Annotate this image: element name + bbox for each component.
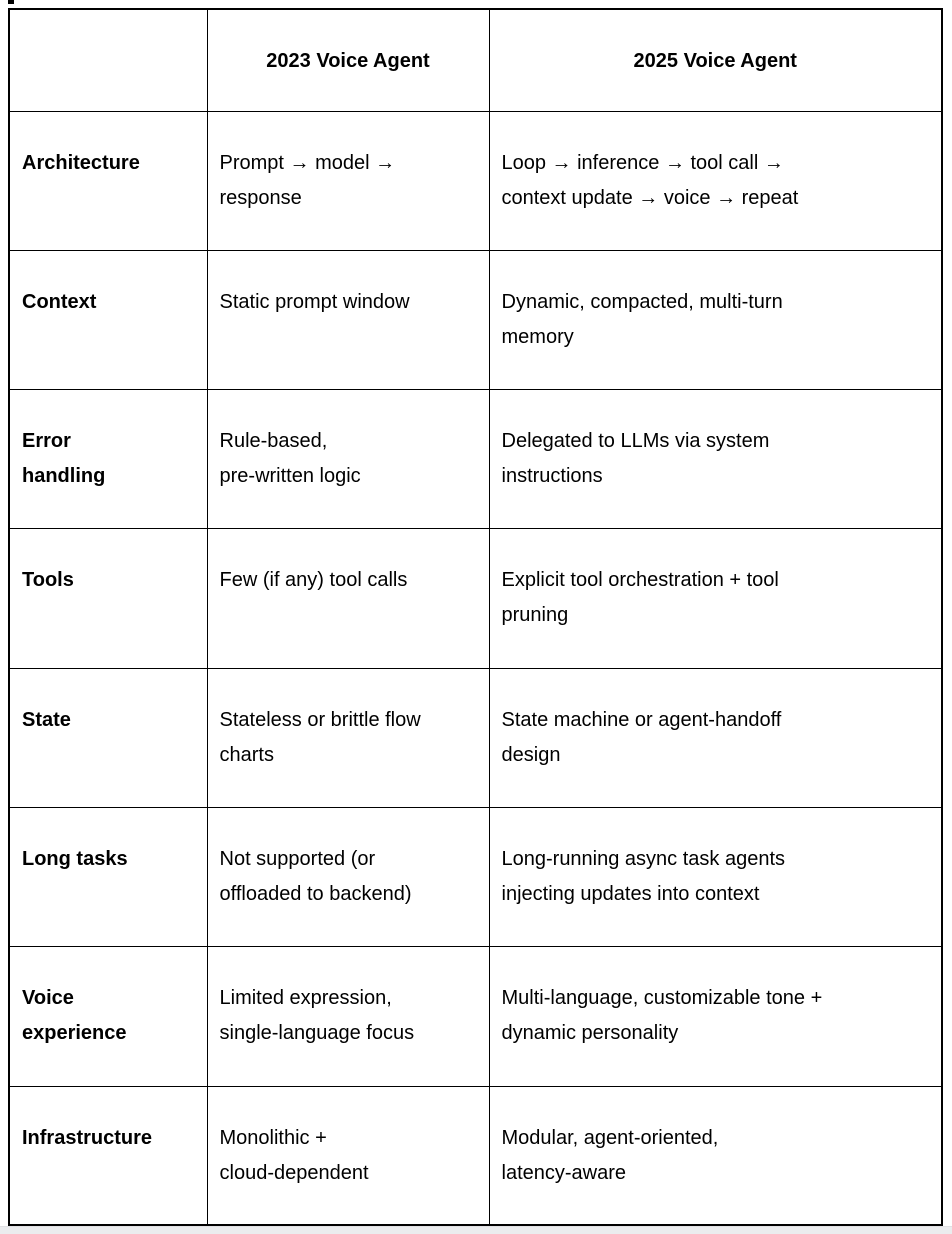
cropped-text-artifact [8, 0, 14, 4]
cell-context-2025: Dynamic, compacted, multi-turn memory [488, 249, 943, 391]
cell-long-tasks-2025: Long-running async task agents injecting… [488, 806, 943, 948]
cell-tools-2023: Few (if any) tool calls [206, 528, 490, 669]
row-infrastructure: Infrastructure Monolithic + cloud-depend… [8, 1085, 943, 1226]
row-error-handling: Error handling Rule-based, pre-written l… [8, 389, 943, 530]
column-header-2023: 2023 Voice Agent [206, 8, 490, 112]
row-voice-experience: Voice experience Limited expression, sin… [8, 946, 943, 1087]
cell-error-handling-2025: Delegated to LLMs via system instruction… [488, 389, 943, 530]
cell-state-2025: State machine or agent-handoff design [488, 667, 943, 808]
cell-architecture-2023: Prompt → model → response [206, 110, 490, 251]
corner-cell [8, 8, 208, 112]
row-state: State Stateless or brittle flow charts S… [8, 667, 943, 808]
cell-error-handling-2023: Rule-based, pre-written logic [206, 389, 490, 530]
cell-voice-experience-2025: Multi-language, customizable tone + dyna… [488, 946, 943, 1087]
row-architecture: Architecture Prompt → model → response L… [8, 110, 943, 251]
row-label-architecture: Architecture [8, 110, 208, 251]
row-label-voice-experience: Voice experience [8, 946, 208, 1087]
cell-infrastructure-2023: Monolithic + cloud-dependent [206, 1085, 490, 1226]
row-label-long-tasks: Long tasks [8, 806, 208, 948]
cell-architecture-2025: Loop → inference → tool call → context u… [488, 110, 943, 251]
column-header-2025: 2025 Voice Agent [488, 8, 943, 112]
row-label-infrastructure: Infrastructure [8, 1085, 208, 1226]
row-label-context: Context [8, 249, 208, 391]
cell-voice-experience-2023: Limited expression, single-language focu… [206, 946, 490, 1087]
row-label-state: State [8, 667, 208, 808]
cell-long-tasks-2023: Not supported (or offloaded to backend) [206, 806, 490, 948]
row-label-tools: Tools [8, 528, 208, 669]
cell-context-2023: Static prompt window [206, 249, 490, 391]
row-long-tasks: Long tasks Not supported (or offloaded t… [8, 806, 943, 948]
cell-state-2023: Stateless or brittle flow charts [206, 667, 490, 808]
cell-tools-2025: Explicit tool orchestration + tool pruni… [488, 528, 943, 669]
row-tools: Tools Few (if any) tool calls Explicit t… [8, 528, 943, 669]
comparison-table: 2023 Voice Agent 2025 Voice Agent Archit… [8, 8, 943, 1227]
cell-infrastructure-2025: Modular, agent-oriented, latency-aware [488, 1085, 943, 1226]
bottom-page-edge [0, 1226, 952, 1234]
row-context: Context Static prompt window Dynamic, co… [8, 249, 943, 391]
header-row: 2023 Voice Agent 2025 Voice Agent [8, 8, 943, 112]
row-label-error-handling: Error handling [8, 389, 208, 530]
